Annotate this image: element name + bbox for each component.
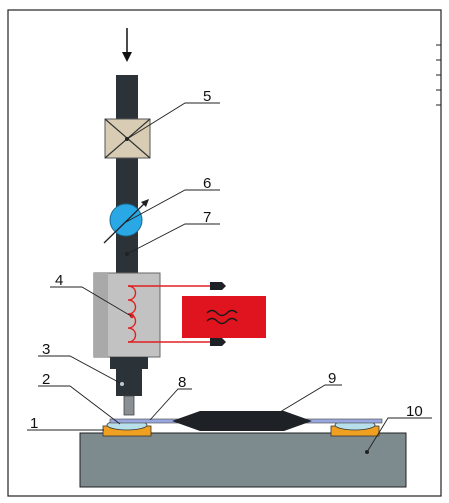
nozzle [110, 357, 148, 369]
arrow-down-icon [122, 28, 132, 62]
label-4: 4 [55, 272, 63, 289]
gas-tube [116, 75, 138, 275]
capillary [123, 395, 135, 416]
terminal-arrows [210, 282, 226, 346]
component-body [172, 411, 312, 431]
label-7: 7 [203, 209, 211, 226]
label-8: 8 [178, 374, 186, 391]
label-6: 6 [203, 175, 211, 192]
leader-lines [27, 102, 432, 453]
leader-dot-10 [365, 450, 369, 454]
label-5: 5 [203, 88, 211, 105]
right-edge-ticks [436, 44, 441, 106]
coil-dot [129, 313, 135, 319]
tilde-wave-icon [206, 309, 238, 325]
leader-dot-3 [120, 382, 124, 386]
hf-generator [182, 296, 266, 338]
leader-dot-7 [125, 252, 129, 256]
label-10: 10 [406, 403, 423, 420]
housing-shade [94, 273, 108, 357]
label-9: 9 [328, 370, 336, 387]
leader-dot-5 [125, 137, 129, 141]
nozzle-tip [116, 369, 142, 396]
label-2: 2 [42, 371, 50, 388]
label-1: 1 [30, 415, 38, 432]
label-3: 3 [42, 341, 50, 358]
substrate-base [79, 432, 407, 488]
